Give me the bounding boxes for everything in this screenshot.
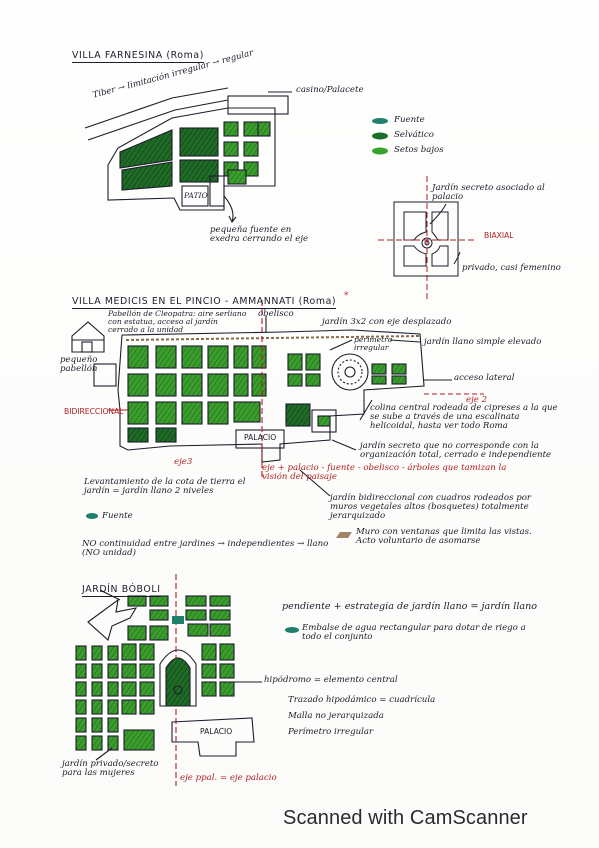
secret-garden-title: Jardín secreto asociado al palacio [432,183,545,203]
boboli-bullet-2: Malla no jerarquizada [288,711,384,721]
scanner-watermark: Scanned with CamScanner [283,807,528,829]
medicis-palace-label: PALACIO [244,433,277,442]
boboli-bullet-3: Perímetro irregular [288,727,374,737]
bidirectional-note: jardín bidireccional con cuadros rodeado… [330,493,532,522]
boboli-plan [75,574,262,786]
legend-fountain-label: Fuente [394,115,425,125]
main-axis-note: eje ppal. = eje palacio [180,773,277,783]
farnesina-legend [372,118,388,155]
flat-garden-label: jardín llano simple elevado [424,337,542,347]
biaxial-secret-garden [378,176,476,300]
continuity-note: NO continuidad entre jardines → independ… [82,539,329,559]
private-garden-note: jardín privado/secreto para las mujeres [62,759,159,779]
boboli-palace-label: PALACIO [200,727,233,736]
legend-topiary-label: Selvático [394,130,434,140]
bidirectional-label: BIDIRECCIONAL [64,407,124,416]
medicis-legend [86,513,352,538]
hill-note: colina central rodeada de cipreses a la … [370,403,558,432]
farnesina-fountain-note: pequeña fuente en exedra cerrando el eje [210,225,309,245]
medicis-title: VILLA MEDICIS EN EL PINCIO - AMMANNATI (… [72,296,337,309]
reservoir-note: Embalse de agua rectangular para dotar d… [302,623,526,643]
hippodrome-note: hipódromo = elemento central [264,675,398,685]
medicis-asterisk: * [344,291,349,301]
reservoir-swatch [285,627,299,633]
pavilion-note: Pabellón de Cleopatra: aire serliano con… [108,309,247,334]
medicis-plan [71,300,484,497]
medicis-legend-fountain: Fuente [102,511,133,521]
axis3-label: eje3 [174,457,193,467]
casino-label: casino/Palacete [296,85,364,95]
biaxial-label: BIAXIAL [484,231,514,240]
obelisk-label: obelisco [258,309,294,319]
wall-note: Muro con ventanas que limita las vistas.… [356,527,532,547]
axis2-label: eje 2 [466,395,488,405]
small-pavilion-label: pequeño pabellón [60,355,98,375]
private-note: privado, casi femenino [462,263,561,273]
legend-hedge-label: Setos bajos [394,145,444,155]
perimeter-label: perímetro irregular [354,335,393,352]
terrain-note: Levantamiento de la cota de tierra el ja… [84,477,246,497]
slope-note: pendiente + estrategia de jardín llano =… [282,601,538,612]
farnesina-plan [84,87,292,224]
axis-sequence: eje + palacio - fuente - obelisco - árbo… [262,463,507,483]
boboli-title: JARDÍN BÓBOLI [82,584,161,597]
boboli-bullet-1: Trazado hipodámico = cuadrícula [288,695,436,705]
farnesina-title: VILLA FARNESINA (Roma) [72,50,204,63]
patio-label: PATIO [184,191,208,200]
medicis-garden-note: jardín 3x2 con eje desplazado [322,317,452,327]
medicis-secret-garden-note: jardín secreto que no corresponde con la… [360,441,552,461]
side-access-label: acceso lateral [454,373,515,383]
